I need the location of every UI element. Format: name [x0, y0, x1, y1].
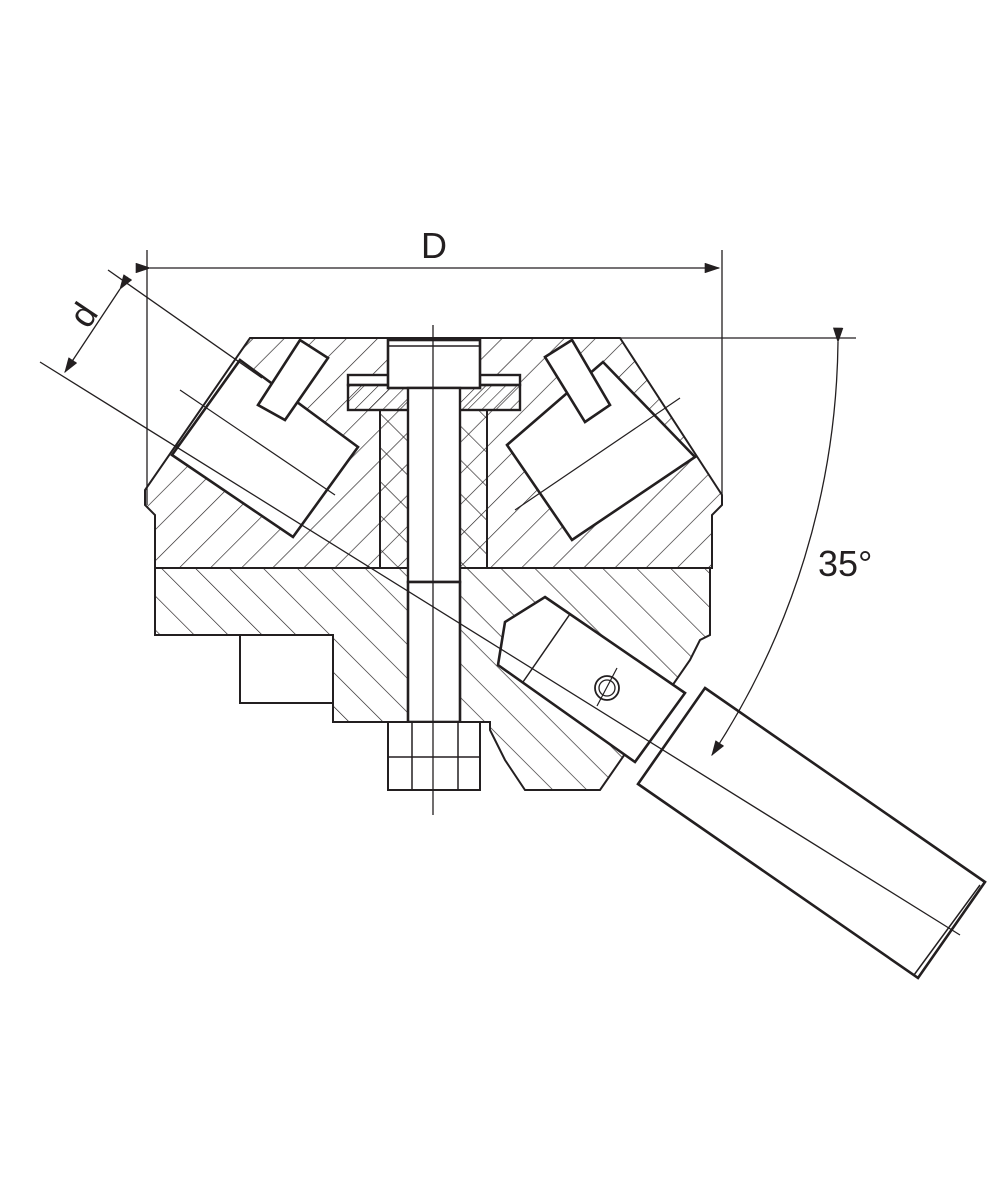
tool-shank	[636, 686, 987, 980]
set-screw-circle	[594, 675, 620, 701]
right-insert	[543, 338, 612, 424]
cutter-axis-left	[179, 389, 336, 496]
right-cutter-axis	[514, 397, 681, 511]
tool-axis-line	[39, 361, 961, 936]
bolt-shaft-lower	[406, 580, 462, 724]
angle-arc	[711, 327, 844, 757]
cutter-edge-line	[107, 269, 263, 379]
tool-holder	[496, 595, 687, 764]
bolt-head	[386, 338, 482, 390]
label-D: D	[421, 225, 447, 266]
label-d: d	[61, 295, 106, 335]
left-cutter	[170, 358, 360, 539]
lower-step-block	[239, 634, 334, 704]
dimension-line-d	[64, 274, 133, 374]
label-angle: 35°	[818, 543, 872, 584]
left-insert	[256, 338, 330, 422]
nut	[387, 721, 481, 791]
bolt-shaft-upper	[406, 386, 462, 584]
